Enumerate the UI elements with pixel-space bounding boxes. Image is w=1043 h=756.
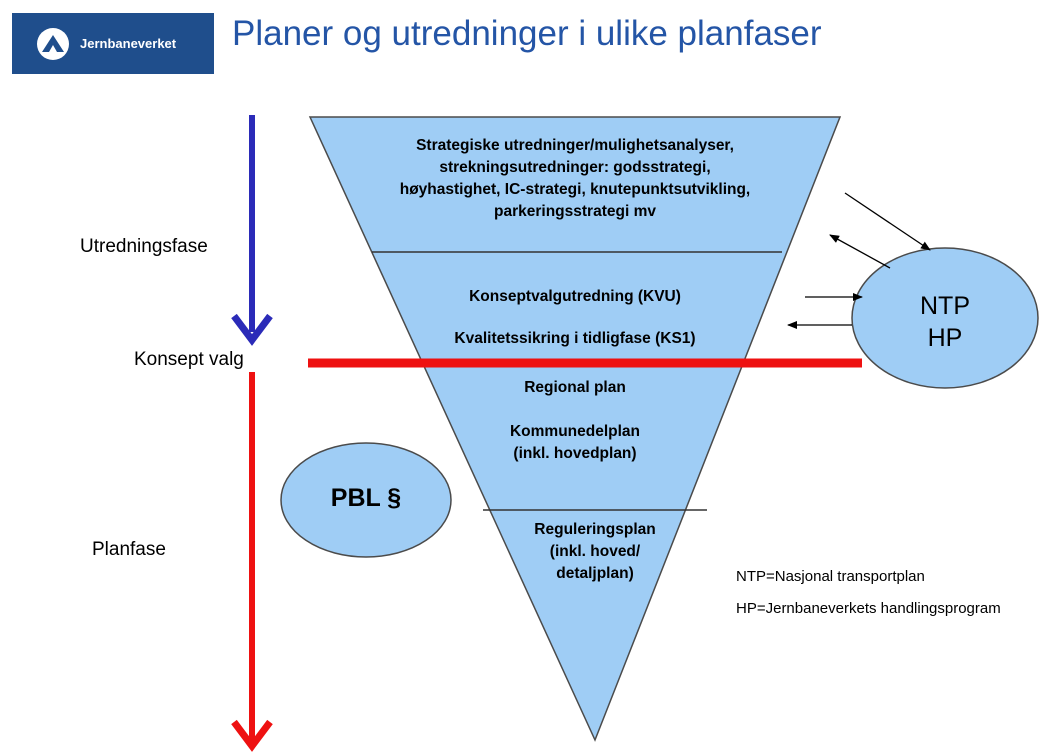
kommunedelplan-line-2: (inkl. hovedplan) xyxy=(513,445,637,462)
reguleringsplan-line-3: detaljplan) xyxy=(556,565,634,582)
legend-ntp: NTP=Nasjonal transportplan xyxy=(736,568,925,585)
konsept-valg-label: Konsept valg xyxy=(134,349,244,370)
ks1-text: Kvalitetssikring i tidligfase (KS1) xyxy=(454,330,696,347)
pbl-text: PBL § xyxy=(330,484,402,512)
logo-text: Jernbaneverket xyxy=(80,36,177,51)
arrow-to-ntp-1 xyxy=(844,192,931,251)
jernbaneverket-logo: Jernbaneverket xyxy=(12,13,214,74)
arrow-from-ntp-1 xyxy=(829,234,891,269)
funnel-level1-text: Strategiske utredninger/mulighetsanalyse… xyxy=(375,135,775,223)
ntp-ellipse xyxy=(851,247,1039,389)
ntp-hp-text: NTP HP xyxy=(895,290,995,354)
funnel-level1-line-1: Strategiske utredninger/mulighetsanalyse… xyxy=(416,137,734,154)
funnel-level1-line-3: høyhastighet, IC-strategi, knutepunktsut… xyxy=(399,181,751,198)
reguleringsplan-line-2: (inkl. hoved/ xyxy=(549,543,641,560)
utredningsfase-label: Utredningsfase xyxy=(80,236,208,257)
kvu-text: Konseptvalgutredning (KVU) xyxy=(469,288,681,305)
legend-hp: HP=Jernbaneverkets handlingsprogram xyxy=(736,600,1001,617)
kommunedelplan-line-1: Kommunedelplan xyxy=(509,423,641,440)
funnel-triangle xyxy=(308,116,842,742)
regional-plan-text: Regional plan xyxy=(524,379,626,396)
pbl-ellipse xyxy=(280,442,452,558)
hp-text: HP xyxy=(927,324,963,352)
reguleringsplan-line-1: Reguleringsplan xyxy=(534,521,656,538)
page-title: Planer og utredninger i ulike planfaser xyxy=(232,14,822,53)
logo-mark-icon xyxy=(37,27,69,60)
reguleringsplan-text: Reguleringsplan (inkl. hoved/ detaljplan… xyxy=(495,519,695,585)
red-arrow-head xyxy=(231,719,273,752)
funnel-level1-line-2: strekningsutredninger: godsstrategi, xyxy=(439,159,711,176)
ntp-text: NTP xyxy=(920,292,970,320)
blue-arrow-head xyxy=(231,313,273,346)
planfase-label: Planfase xyxy=(92,539,166,560)
kommunedelplan-text: Kommunedelplan (inkl. hovedplan) xyxy=(475,421,675,465)
funnel-level1-line-4: parkeringsstrategi mv xyxy=(494,203,656,220)
